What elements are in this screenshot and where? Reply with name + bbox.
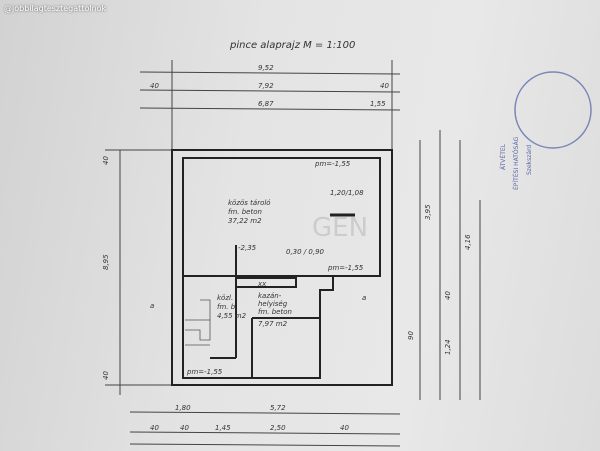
stairs	[185, 299, 211, 346]
level-label: pm=-1,55	[327, 264, 364, 272]
level-label: pm=-1,55	[186, 368, 223, 376]
dim-label: 4,16	[464, 234, 472, 250]
plan-title: pince alaprajz M = 1:100	[229, 40, 355, 51]
dim-label: 40	[150, 424, 159, 432]
dim-label: 9,52	[258, 64, 274, 72]
level-label: pm=-1,55	[314, 160, 351, 168]
height-label: -2,35	[238, 244, 257, 252]
room-label: kazán-	[258, 292, 282, 300]
dim-label: 7,92	[258, 82, 274, 90]
room-label: fm. beton	[228, 208, 262, 216]
room-label: fm. b.	[217, 303, 237, 311]
logo-watermark: GEN	[312, 213, 368, 243]
dim-line	[139, 71, 401, 75]
dim-label: 1,24	[444, 339, 452, 355]
dim-label: 1,80	[175, 404, 191, 412]
dim-label: 40	[340, 424, 349, 432]
dim-label: 6,87	[258, 100, 274, 108]
stamp-text: ÉPÍTÉSI HATÓSÁG	[512, 136, 520, 190]
section-mark: a	[150, 302, 154, 310]
dim-label: 40	[444, 291, 452, 300]
room-area: 7,97 m2	[258, 320, 288, 328]
beam-label: xx	[257, 280, 267, 288]
watermark: @jobbilagtesztegattolnok	[4, 4, 107, 13]
dim-line	[139, 107, 401, 111]
dim-label: 40	[380, 82, 389, 90]
dim-label: 1,45	[215, 424, 231, 432]
dim-line	[139, 89, 401, 93]
dim-label: 40	[102, 156, 110, 165]
stamp-text: Szekszárd	[526, 145, 533, 175]
dim-label: 5,72	[270, 404, 286, 412]
dim-label: 40	[180, 424, 189, 432]
room-label: közl.	[217, 294, 233, 302]
dim-label: 3,95	[424, 204, 432, 220]
section-mark: a	[362, 294, 366, 302]
room-area: 37,22 m2	[228, 217, 262, 225]
dim-label: 90	[407, 331, 415, 340]
walls	[171, 149, 393, 386]
room-label: fm. beton	[258, 308, 292, 316]
room-label: helyiség	[258, 300, 288, 308]
dim-label: 40	[102, 371, 110, 380]
dim-label: 8,95	[102, 254, 110, 270]
stamp-text: ÁTVÉTEL	[499, 143, 507, 170]
room-label: közös tároló	[228, 199, 271, 207]
window-label: 0,30 / 0,90	[286, 248, 325, 256]
room-area: 4,55 m2	[217, 312, 247, 320]
stamp	[514, 71, 592, 149]
dim-label: 1,55	[370, 100, 386, 108]
dim-label: 40	[150, 82, 159, 90]
door-label: 1,20/1,08	[330, 189, 364, 197]
dim-label: 2,50	[270, 424, 286, 432]
